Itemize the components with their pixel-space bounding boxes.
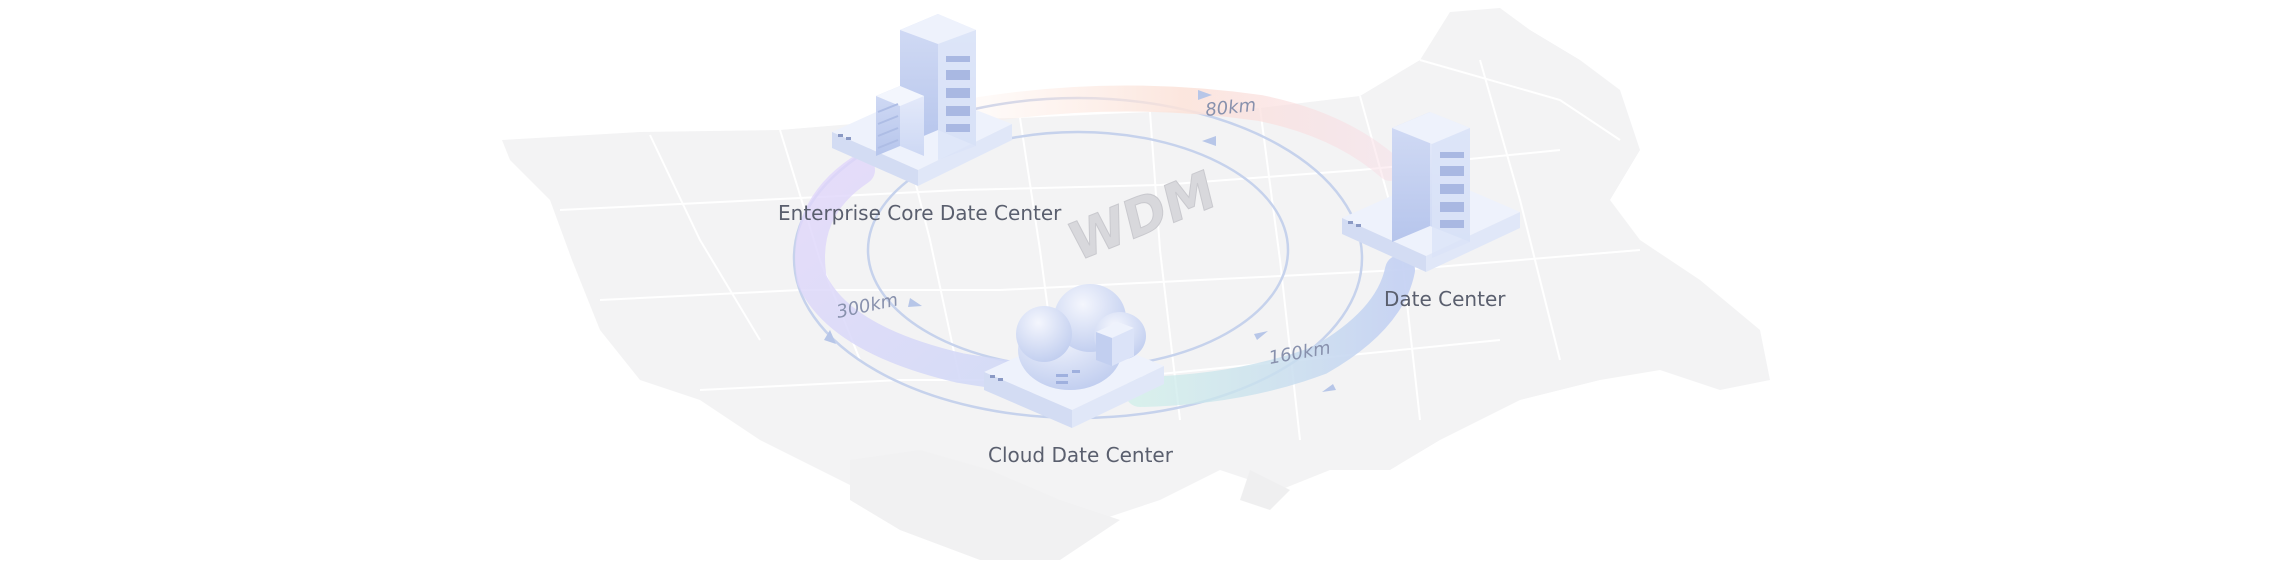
date-center-node xyxy=(1342,112,1520,272)
cloud-date-center-label: Cloud Date Center xyxy=(988,443,1174,467)
band-enterprise-datecenter xyxy=(967,85,1403,181)
arrow-icon xyxy=(1254,331,1268,340)
arrow-icon xyxy=(1198,90,1212,100)
enterprise-core-data-center xyxy=(832,14,1012,186)
arrow-icon xyxy=(908,298,922,307)
arrow-icon xyxy=(824,330,836,344)
cloud-server-icon xyxy=(1016,284,1146,390)
band-cloud-datecenter xyxy=(1125,255,1415,407)
enterprise-core-date-center-label: Enterprise Core Date Center xyxy=(778,201,1062,225)
cloud-date-center-node xyxy=(984,284,1164,428)
arrow-icon xyxy=(1322,384,1336,392)
server-rack-building-icon xyxy=(876,14,976,160)
date-center-label: Date Center xyxy=(1384,287,1506,311)
server-rack-icon xyxy=(1392,112,1470,258)
arrow-icon xyxy=(1202,136,1216,146)
